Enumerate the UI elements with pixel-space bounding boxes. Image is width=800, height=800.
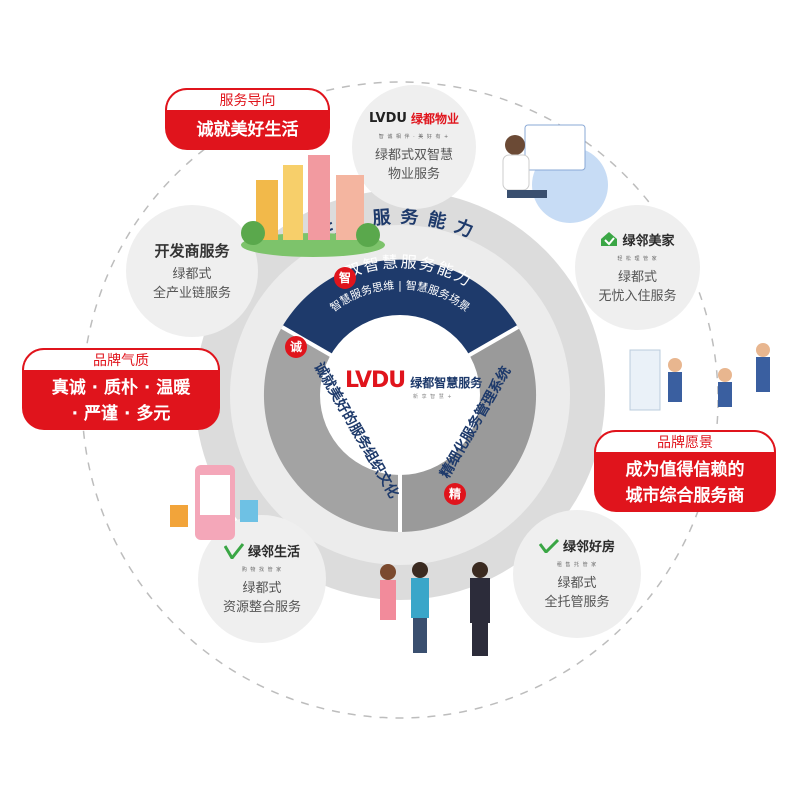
haofang-line2: 全托管服务 (544, 595, 610, 610)
city-illustration (241, 155, 385, 257)
property-logo-mark: LVDU (369, 111, 407, 126)
meijia-logo: 绿邻美家 (600, 230, 675, 249)
shenghuo-logo-word: 绿邻生活 (247, 545, 300, 560)
meijia-line2: 无忧入住服务 (598, 288, 677, 304)
property-line1: 绿都式双智慧 (374, 148, 453, 163)
shenghuo-logo-sub: 购 物 找 管 家 (241, 567, 283, 573)
pill-vision-head: 品牌愿景 (594, 430, 776, 454)
haofang-logo: 绿邻好房 (538, 536, 615, 555)
handover-illustration (380, 562, 490, 656)
developer-line1: 绿都式 (172, 266, 212, 282)
badge-left: 诚 (289, 340, 302, 354)
haofang-logo-sub: 租 售 托 管 家 (556, 562, 598, 568)
bubble-haofang: 绿邻好房 租 售 托 管 家 绿都式 全托管服务 (513, 510, 641, 638)
haofang-check-icon (538, 538, 559, 553)
pill-brand-body2: · 严谨 · 多元 (71, 404, 171, 424)
pill-brand: 品牌气质 真诚 · 质朴 · 温暖 · 严谨 · 多元 (22, 348, 220, 430)
meijia-house-icon (601, 232, 618, 246)
shenghuo-logo: 绿邻生活 (223, 541, 300, 560)
haofang-logo-word: 绿邻好房 (562, 540, 615, 555)
developer-line2: 全产业链服务 (152, 285, 231, 301)
property-logo: LVDU 绿都物业 (369, 110, 459, 127)
pill-vision-body2: 城市综合服务商 (625, 486, 745, 506)
pill-brand-body1: 真诚 · 质朴 · 温暖 (51, 378, 191, 398)
badge-top-bg (334, 267, 356, 289)
center-logo-mark: LVDU (345, 368, 406, 393)
bubble-meijia: 绿邻美家 轻 松 理 管 家 绿都式 无忧入住服务 (575, 205, 700, 330)
center-logo-tagline: 新 享 智 慧 + (413, 394, 453, 400)
shenghuo-line2: 资源整合服务 (222, 600, 301, 615)
center-disk (320, 315, 480, 475)
haofang-line1: 绿都式 (557, 576, 597, 591)
bubble-developer: 开发商服务 绿都式 全产业链服务 (126, 205, 258, 337)
pill-service-body: 诚就美好生活 (196, 120, 299, 140)
meijia-logo-sub: 轻 松 理 管 家 (617, 255, 658, 262)
pill-service: 服务导向 诚就美好生活 (165, 88, 330, 150)
developer-title: 开发商服务 (154, 241, 230, 260)
meijia-line1: 绿都式 (617, 269, 657, 285)
meijia-logo-word: 绿邻美家 (622, 233, 675, 249)
sector-group (263, 259, 537, 532)
badge-right-bg (444, 483, 466, 505)
workers-illustration (629, 343, 770, 411)
pill-service-head: 服务导向 (165, 88, 330, 112)
badge-left-bg (285, 336, 307, 358)
center-logo-name: 绿都智慧服务 (410, 376, 483, 390)
office-worker-illustration (502, 124, 608, 223)
shopping-illustration (170, 465, 258, 540)
pill-vision: 品牌愿景 成为值得信赖的 城市综合服务商 (594, 430, 776, 512)
shenghuo-line1: 绿都式 (242, 581, 282, 596)
center-logo: LVDU 绿都智慧服务 新 享 智 慧 + (345, 368, 495, 400)
shenghuo-check-icon (223, 542, 244, 559)
bubble-property: LVDU 绿都物业 智 诚 相 伴 · 美 好 有 + 绿都式双智慧 物业服务 (352, 85, 476, 209)
property-logo-cn: 绿都物业 (410, 112, 459, 126)
badge-right: 精 (448, 487, 461, 501)
pill-brand-head: 品牌气质 (22, 348, 220, 372)
pill-vision-body1: 成为值得信赖的 (625, 460, 745, 480)
property-logo-sub: 智 诚 相 伴 · 美 好 有 + (378, 134, 450, 140)
property-line2: 物业服务 (387, 167, 440, 182)
badge-top: 智 (338, 271, 351, 285)
